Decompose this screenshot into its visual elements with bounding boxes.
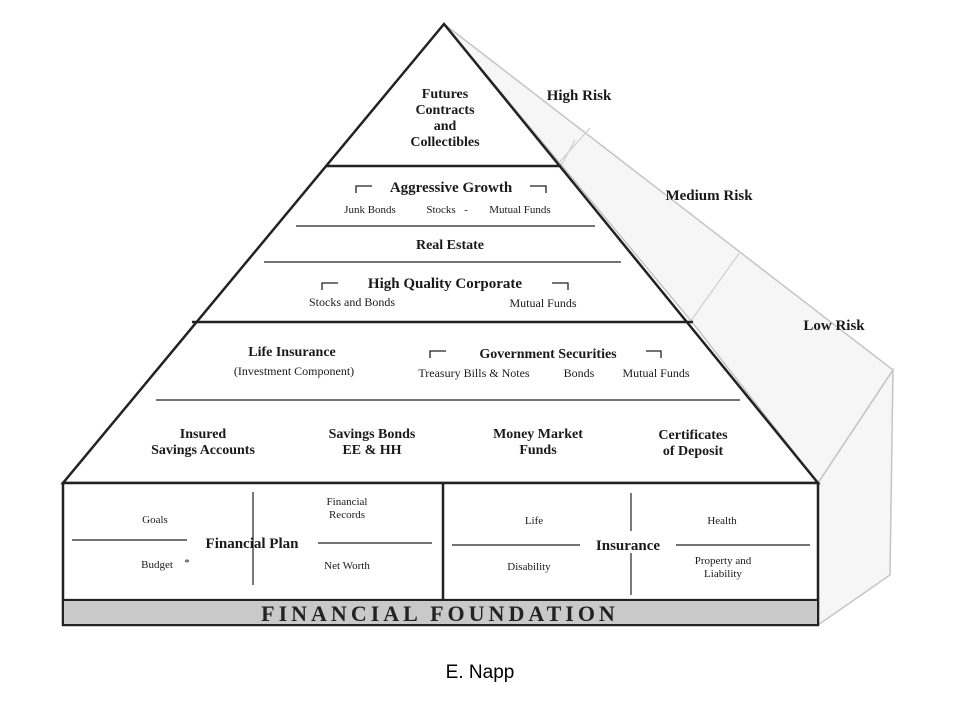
gov-mutual-funds-label: Mutual Funds xyxy=(622,366,689,380)
futures-label: Futures xyxy=(422,87,469,102)
gov-securities-bracket-left xyxy=(429,350,446,358)
savings-accounts-label: Savings Accounts xyxy=(151,443,255,458)
insurance-heading: Insurance xyxy=(596,538,661,554)
insured-label: Insured xyxy=(180,427,227,442)
aggressive-growth-bracket-right xyxy=(530,185,547,193)
ee-hh-label: EE & HH xyxy=(342,443,401,458)
life-insurance-label: Life Insurance xyxy=(248,345,336,360)
foundation-band xyxy=(64,601,817,624)
money-market-label: Money Market xyxy=(493,427,583,442)
author-credit: E. Napp xyxy=(445,662,515,683)
of-deposit-label: of Deposit xyxy=(663,444,724,459)
contracts-label: Contracts xyxy=(415,103,475,118)
real-estate-label: Real Estate xyxy=(416,238,484,253)
hq-corporate-bracket-right xyxy=(552,282,569,290)
and-label: and xyxy=(434,119,457,134)
budget-label: Budget xyxy=(141,559,173,571)
budget-asterisk: * xyxy=(184,557,190,569)
high-risk-tier: Futures Contracts and Collectibles xyxy=(410,87,480,150)
bonds-label: Bonds xyxy=(564,366,595,380)
health-label: Health xyxy=(707,515,737,527)
stocks-and-bonds-label: Stocks and Bonds xyxy=(309,295,395,309)
aggressive-mutual-funds-label: Mutual Funds xyxy=(489,204,550,216)
insurance-section xyxy=(452,493,810,595)
savings-bonds-label: Savings Bonds xyxy=(329,427,416,442)
medium-risk-label: Medium Risk xyxy=(665,188,753,204)
financial-plan-section xyxy=(72,492,432,585)
low-risk-label: Low Risk xyxy=(803,318,865,334)
separator-dash: - xyxy=(464,204,468,216)
aggressive-growth-heading: Aggressive Growth xyxy=(390,180,513,196)
medium-risk-tier: Aggressive Growth Junk Bonds Stocks - Mu… xyxy=(309,180,577,310)
low-risk-tier: Life Insurance (Investment Component) Go… xyxy=(151,345,728,459)
hq-mutual-funds-label: Mutual Funds xyxy=(509,296,576,310)
financial-plan-heading: Financial Plan xyxy=(206,536,300,552)
financial-label: Financial xyxy=(327,496,368,508)
high-quality-corporate-heading: High Quality Corporate xyxy=(368,276,523,292)
collectibles-label: Collectibles xyxy=(410,135,480,150)
net-worth-label: Net Worth xyxy=(324,560,370,572)
hq-corporate-bracket-left xyxy=(321,282,338,290)
certificates-label: Certificates xyxy=(658,428,728,443)
stocks-label: Stocks xyxy=(426,204,455,216)
treasury-bills-notes-label: Treasury Bills & Notes xyxy=(418,366,530,380)
life-label: Life xyxy=(525,515,543,527)
investment-component-label: (Investment Component) xyxy=(234,364,354,378)
disability-label: Disability xyxy=(507,561,551,573)
gov-securities-bracket-right xyxy=(646,350,662,358)
financial-foundation-label: FINANCIAL FOUNDATION xyxy=(261,601,619,626)
foundation-block: FINANCIAL FOUNDATION xyxy=(61,481,820,627)
tier-divider-lines xyxy=(156,164,740,401)
pyramid-side-face xyxy=(443,23,895,627)
liability-label: Liability xyxy=(704,568,742,580)
high-risk-label: High Risk xyxy=(547,88,612,104)
goals-label: Goals xyxy=(142,514,168,526)
junk-bonds-label: Junk Bonds xyxy=(344,204,396,216)
property-and-label: Property and xyxy=(695,555,752,567)
government-securities-heading: Government Securities xyxy=(479,347,617,362)
side-face-divider-lines xyxy=(556,127,741,323)
aggressive-growth-bracket-left xyxy=(355,185,372,193)
records-label: Records xyxy=(329,509,365,521)
funds-label: Funds xyxy=(519,443,557,458)
